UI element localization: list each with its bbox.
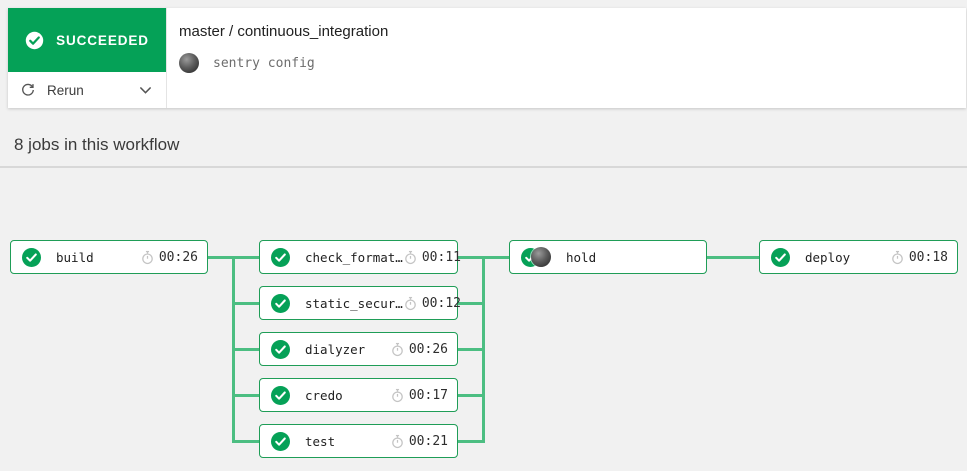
header-status-column: SUCCEEDED Rerun [8,8,167,108]
job-name: test [305,433,336,449]
approver-avatar [531,247,551,267]
connector-stub [458,302,484,305]
job-name: credo [305,387,343,403]
job-node-build[interactable]: build 00:26 [10,240,208,274]
rerun-expand-button[interactable] [137,82,154,99]
stopwatch-icon [392,388,403,402]
header-main: master / continuous_integration sentry c… [167,8,966,108]
refresh-icon [20,82,36,98]
rerun-label: Rerun [47,82,84,98]
stopwatch-icon [392,434,403,448]
commit-row: sentry config [179,53,966,73]
committer-avatar [179,53,199,73]
job-duration: 00:12 [403,296,461,311]
connector-stub [458,394,484,397]
commit-message[interactable]: sentry config [213,55,315,71]
connector-hold-to-deploy [707,256,759,259]
job-name: hold [566,249,597,265]
stopwatch-icon [892,250,903,264]
workflow-header-card: SUCCEEDED Rerun master / continuous_ [8,8,966,108]
check-icon [271,293,290,313]
success-check-icon [25,31,44,50]
check-icon [771,247,790,267]
job-name: static_secur… [305,295,403,311]
job-name: build [56,249,94,265]
chevron-down-icon [140,86,151,94]
connector-stub [232,302,259,305]
connector-stub [232,348,259,351]
connector-stub [458,348,484,351]
rerun-button[interactable]: Rerun [8,72,166,108]
check-icon [22,247,41,267]
job-name: deploy [805,249,851,265]
job-node-check-format[interactable]: check_format… 00:11 [259,240,461,274]
check-icon [271,339,290,359]
job-node-credo[interactable]: credo 00:17 [259,378,458,412]
connector-fanin-vertical [482,256,485,443]
job-duration: 00:11 [403,250,461,265]
stopwatch-icon [142,250,153,264]
stopwatch-icon [405,250,416,264]
job-node-hold[interactable]: hold [509,240,707,274]
breadcrumb[interactable]: master / continuous_integration [179,23,389,40]
check-icon [271,385,290,405]
job-node-deploy[interactable]: deploy 00:18 [759,240,958,274]
section-divider [0,166,967,168]
job-duration: 00:26 [140,250,198,265]
status-label: SUCCEEDED [56,32,149,48]
job-duration: 00:21 [390,434,448,449]
status-badge: SUCCEEDED [8,8,166,72]
check-icon [271,431,290,451]
job-node-test[interactable]: test 00:21 [259,424,458,458]
job-duration: 00:17 [390,388,448,403]
connector-stub [232,394,259,397]
connector-stub [232,440,259,443]
job-name: dialyzer [305,341,366,357]
job-node-static-security[interactable]: static_secur… 00:12 [259,286,461,320]
job-duration: 00:26 [390,342,448,357]
stopwatch-icon [392,342,403,356]
job-name: check_format… [305,249,403,265]
stopwatch-icon [405,296,416,310]
job-duration: 00:18 [890,250,948,265]
connector-stub [458,440,484,443]
job-node-dialyzer[interactable]: dialyzer 00:26 [259,332,458,366]
check-icon [271,247,290,267]
jobs-count-heading: 8 jobs in this workflow [14,135,180,154]
